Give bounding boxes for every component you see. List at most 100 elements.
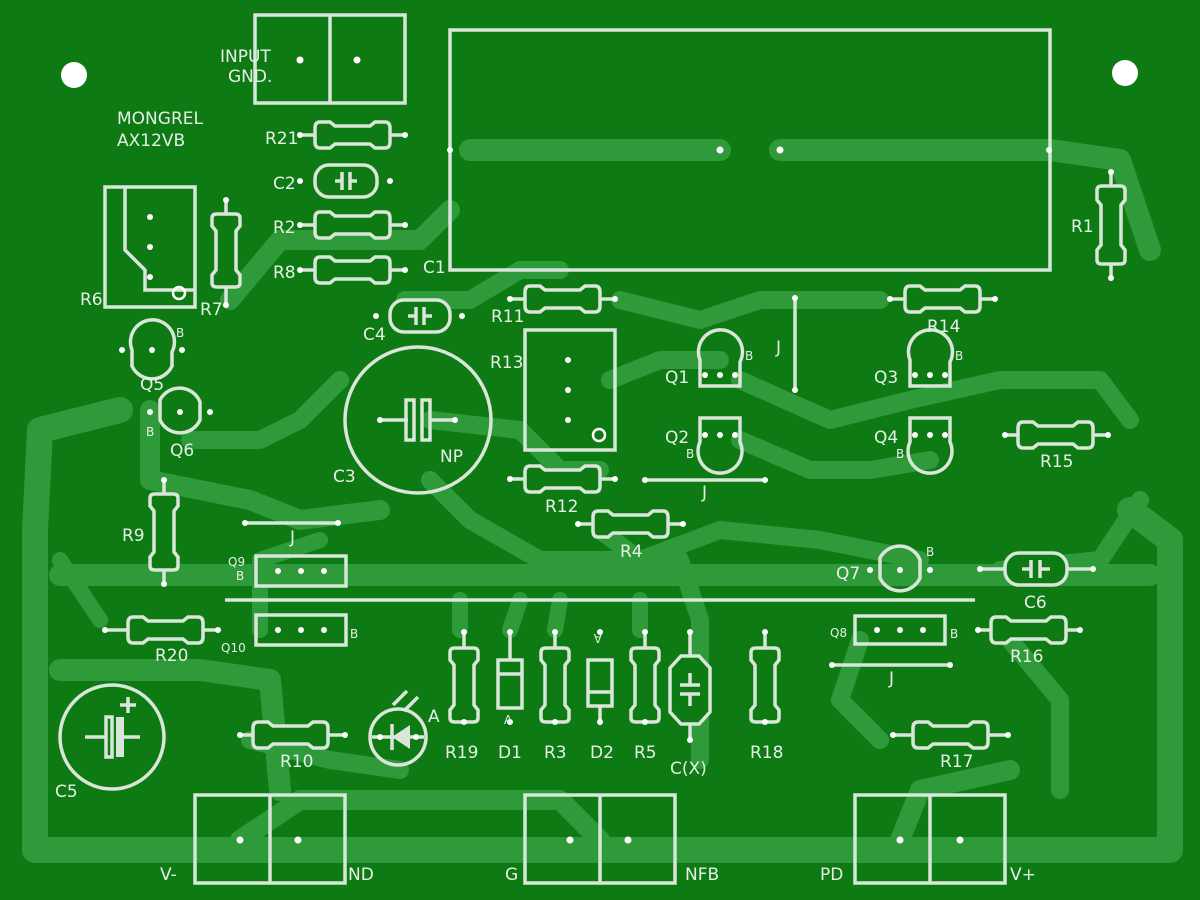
label-r7: R7	[200, 300, 223, 320]
label-r14: R14	[927, 317, 960, 337]
label-r10: R10	[280, 752, 313, 772]
label-r18: R18	[750, 743, 783, 763]
transistor-q4	[906, 416, 954, 475]
jumper-j3	[242, 520, 341, 526]
label-c3: C3	[333, 467, 356, 487]
label-q10-base: B	[350, 627, 358, 641]
trimmer-r6	[103, 185, 197, 309]
connector-power-left	[193, 793, 347, 885]
label-r17: R17	[940, 752, 973, 772]
label-d2: D2	[590, 743, 614, 763]
resistor-r10	[237, 720, 348, 750]
mounting-hole-right	[1112, 60, 1138, 86]
label-r15: R15	[1040, 452, 1073, 472]
label-q9: Q9	[228, 555, 245, 569]
label-c2: C2	[273, 174, 296, 194]
transistor-q9	[254, 554, 348, 588]
label-c6: C6	[1024, 593, 1047, 613]
resistor-r17	[890, 720, 1011, 750]
jumper-j1	[792, 295, 798, 393]
label-r13: R13	[490, 353, 523, 373]
board-version: AX12VB	[117, 131, 185, 151]
resistor-r19	[448, 629, 480, 725]
label-jumper-j4: J	[888, 669, 894, 689]
label-q7-base: B	[926, 545, 934, 559]
label-np: NP	[440, 447, 463, 467]
label-r20: R20	[155, 646, 188, 666]
label-q9-base: B	[236, 569, 244, 583]
label-nfb: NFB	[685, 865, 719, 885]
label-q5: Q5	[140, 375, 164, 395]
label-q5-base: B	[176, 326, 184, 340]
transistor-q5	[119, 318, 185, 381]
copper-traces	[22, 139, 1183, 863]
mounting-hole-left	[61, 62, 87, 88]
label-q4-base: B	[896, 447, 904, 461]
label-q6: Q6	[170, 441, 194, 461]
label-r19: R19	[445, 743, 478, 763]
board-title: MONGREL	[117, 109, 203, 129]
label-q2-base: B	[686, 447, 694, 461]
label-r16: R16	[1010, 647, 1043, 667]
led	[368, 689, 428, 767]
resistor-r15	[1002, 420, 1111, 450]
label-d2-anode: A	[593, 631, 602, 645]
transistor-q2	[696, 416, 744, 475]
label-r12: R12	[545, 497, 578, 517]
jumper-j4	[829, 662, 953, 668]
resistor-r1	[1095, 169, 1127, 281]
resistor-r3	[539, 629, 571, 725]
label-q10: Q10	[221, 641, 246, 655]
label-r2: R2	[273, 218, 296, 238]
capacitor-c6	[977, 551, 1096, 587]
resistor-r11	[507, 284, 618, 314]
label-q1: Q1	[665, 368, 689, 388]
resistor-r16	[975, 615, 1083, 645]
capacitor-c4	[373, 298, 465, 334]
diode-d1	[496, 629, 524, 725]
diode-d2	[586, 629, 614, 725]
label-q3: Q3	[874, 368, 898, 388]
resistor-r5	[629, 629, 661, 725]
label-jumper-j2: J	[701, 483, 707, 503]
transistor-q10	[254, 613, 348, 647]
transistor-q6	[147, 386, 213, 435]
label-r1: R1	[1071, 217, 1094, 237]
transistor-q8	[853, 614, 947, 646]
label-q4: Q4	[874, 428, 898, 448]
label-gnd-bottom: ND	[348, 865, 374, 885]
label-q8: Q8	[830, 626, 847, 640]
capacitor-c2	[297, 163, 393, 199]
label-c4: C4	[363, 325, 386, 345]
capacitor-c5	[58, 683, 166, 791]
label-q3-base: B	[955, 349, 963, 363]
resistor-r9	[148, 477, 180, 587]
connector-output-middle	[523, 793, 677, 885]
label-r4: R4	[620, 542, 643, 562]
label-gnd-top: GND.	[228, 67, 272, 87]
resistor-r4	[575, 509, 686, 539]
resistor-r18	[749, 629, 781, 725]
label-led-anode: A	[428, 707, 440, 727]
input-connector	[253, 13, 407, 105]
label-jumper-j1: J	[775, 338, 781, 358]
label-v-plus: V+	[1010, 865, 1036, 885]
transistor-q1	[696, 328, 745, 388]
label-r6: R6	[80, 290, 103, 310]
capacitor-c3	[343, 345, 493, 495]
resistor-r2	[297, 210, 408, 240]
label-c5: C5	[55, 782, 78, 802]
label-g: G	[505, 865, 518, 885]
connector-power-right	[853, 793, 1007, 885]
capacitor-c1	[447, 28, 1052, 272]
label-r21: R21	[265, 129, 298, 149]
label-r8: R8	[273, 263, 296, 283]
label-jumper-j3: J	[289, 528, 295, 548]
label-r9: R9	[122, 526, 145, 546]
label-r11: R11	[491, 307, 524, 327]
trimmer-r13	[523, 328, 617, 452]
label-q2: Q2	[665, 428, 689, 448]
resistor-r14	[887, 284, 998, 314]
label-r3: R3	[544, 743, 567, 763]
